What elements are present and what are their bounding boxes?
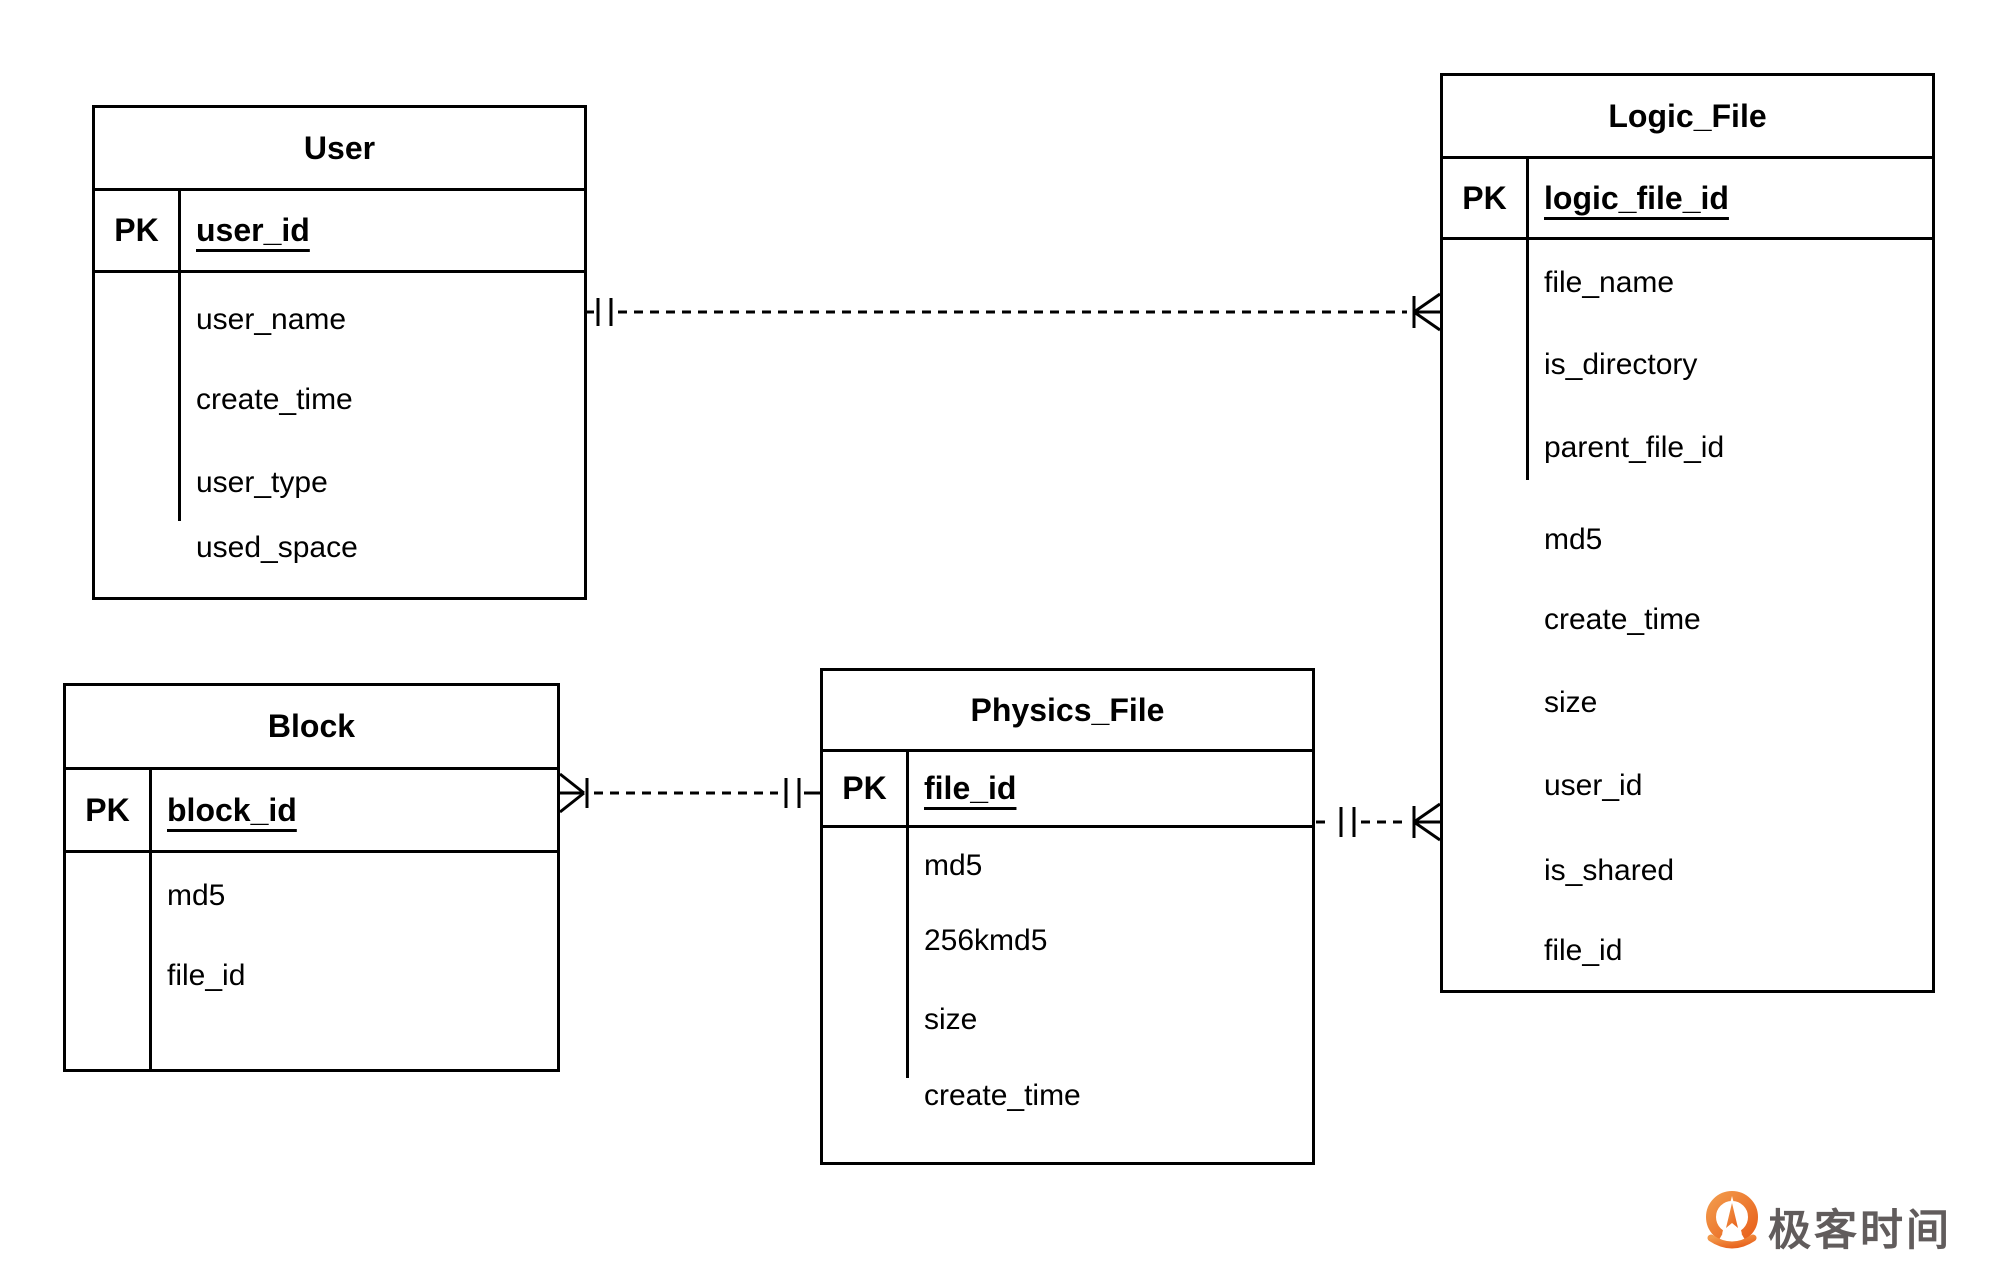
- field-row: is_directory: [1544, 348, 1698, 381]
- pk-label: PK: [1462, 179, 1507, 216]
- field-row: used_space: [196, 531, 358, 564]
- geektime-logo-text: 极客时间: [1768, 1207, 1952, 1255]
- pk-field: block_id: [167, 791, 297, 828]
- pk-field: user_id: [196, 212, 310, 248]
- entity-title: Physics_File: [823, 671, 1312, 752]
- field-row: file_id: [167, 959, 246, 992]
- field-row: create_time: [196, 383, 353, 416]
- entity-title: Logic_File: [1443, 76, 1932, 159]
- field-row: size: [924, 1003, 978, 1036]
- pk-label: PK: [114, 212, 159, 248]
- field-row: file_name: [1544, 266, 1675, 299]
- entity-logic-file: Logic_File PK logic_file_id file_name is…: [1440, 73, 1935, 993]
- field-row: file_id: [1544, 934, 1623, 967]
- geektime-logo: 极客时间: [1702, 1190, 2000, 1260]
- field-row: user_name: [196, 303, 347, 336]
- pk-field: file_id: [924, 770, 1017, 806]
- entity-block: Block PK block_id md5 file_id: [63, 683, 560, 1072]
- pk-label: PK: [85, 791, 130, 828]
- entity-user: User PK user_id user_name create_time us…: [92, 105, 587, 600]
- entity-title: Block: [66, 686, 557, 770]
- field-row: create_time: [924, 1079, 1081, 1112]
- field-row: md5: [167, 879, 226, 912]
- geektime-logo-icon: [1706, 1191, 1758, 1249]
- field-row: user_id: [1544, 769, 1643, 802]
- pk-field: logic_file_id: [1544, 179, 1729, 216]
- field-row: 256kmd5: [924, 924, 1048, 957]
- relationship-user-logicfile: [587, 292, 1441, 332]
- entity-title: User: [95, 108, 584, 191]
- field-row: user_type: [196, 466, 328, 499]
- field-row: create_time: [1544, 603, 1701, 636]
- pk-column-divider: [906, 752, 909, 1078]
- field-row: parent_file_id: [1544, 431, 1725, 464]
- pk-label: PK: [842, 770, 887, 806]
- field-row: md5: [924, 849, 983, 882]
- relationship-block-physicsfile: [559, 772, 820, 814]
- pk-column-divider: [178, 191, 181, 521]
- relationship-physicsfile-logicfile: [1316, 802, 1441, 842]
- pk-column-divider: [1526, 159, 1529, 480]
- entity-physics-file: Physics_File PK file_id md5 256kmd5 size…: [820, 668, 1315, 1165]
- field-row: is_shared: [1544, 854, 1675, 887]
- field-row: md5: [1544, 523, 1603, 556]
- pk-column-divider: [149, 770, 152, 1069]
- field-row: size: [1544, 686, 1598, 719]
